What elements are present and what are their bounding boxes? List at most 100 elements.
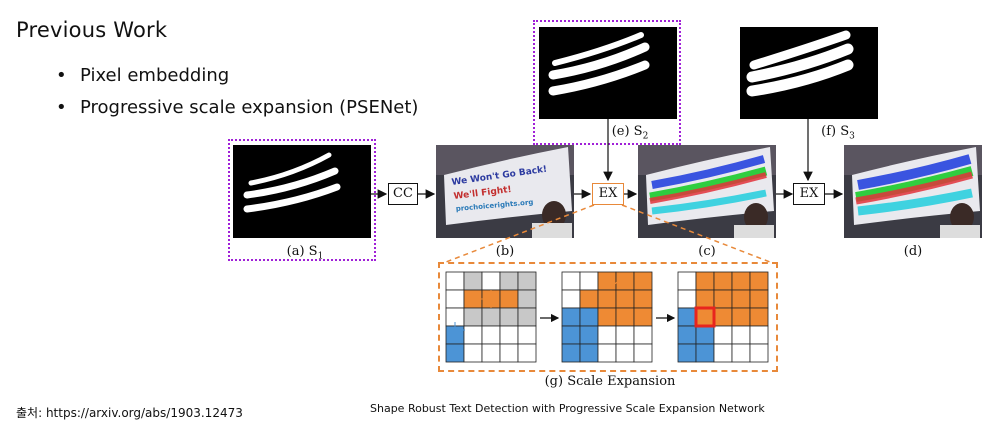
grid-cell: [633, 325, 653, 345]
label-c: (c): [698, 244, 716, 259]
label-f: (f) S3: [821, 124, 855, 142]
grid-cell: [597, 289, 617, 309]
grid-cell: [615, 271, 635, 291]
grid-cell: [749, 307, 769, 327]
bullet-item-pixel-embedding: Pixel embedding: [56, 60, 418, 92]
grid-cell: [731, 271, 751, 291]
scale-expansion-panel: [438, 262, 778, 372]
grid-cell: [445, 289, 465, 309]
grid-cell: [517, 289, 537, 309]
label-a: (a) S1: [286, 244, 324, 262]
grid-cell: [561, 325, 581, 345]
expansion-direction-arrow: [614, 280, 619, 285]
grid-cell: [695, 289, 715, 309]
photo-d: [844, 145, 982, 238]
grid-cell: [517, 343, 537, 363]
grid-cell: [463, 289, 483, 309]
grid-cell: [749, 325, 769, 345]
grid-cell: [695, 271, 715, 291]
grid-cell: [517, 271, 537, 291]
grid-cell: [463, 343, 483, 363]
grid-cell: [579, 343, 599, 363]
grid-cell: [677, 289, 697, 309]
grid-cell: [445, 343, 465, 363]
grid-cell: [731, 343, 751, 363]
grid-cell: [481, 271, 501, 291]
grid-cell: [561, 307, 581, 327]
grid-cell: [695, 343, 715, 363]
label-d: (d): [903, 244, 923, 259]
grid-cell: [561, 343, 581, 363]
grid-cell: [695, 325, 715, 345]
source-url: 출처: https://arxiv.org/abs/1903.12473: [16, 406, 243, 420]
grid-cell: [731, 307, 751, 327]
grid-cell: [615, 307, 635, 327]
grid-cell: [695, 307, 715, 327]
grid-cell: [561, 289, 581, 309]
grid-cell: [499, 307, 519, 327]
grid-cell: [731, 325, 751, 345]
highlight-box-s1: [228, 139, 376, 261]
grid-cell: [615, 289, 635, 309]
grid-cell: [445, 271, 465, 291]
bullet-list: Pixel embedding Progressive scale expans…: [56, 60, 418, 124]
grid-cell: [731, 289, 751, 309]
grid-cell: [713, 289, 733, 309]
grid-cell: [597, 307, 617, 327]
grid-cell: [713, 343, 733, 363]
grid-cell: [749, 343, 769, 363]
grid-cell: [749, 289, 769, 309]
grid-cell: [445, 325, 465, 345]
grid-cell: [579, 271, 599, 291]
slide-title: Previous Work: [16, 18, 168, 42]
bullet-item-psenet: Progressive scale expansion (PSENet): [56, 92, 418, 124]
grid-cell: [499, 325, 519, 345]
grid-cell: [579, 289, 599, 309]
grid-cell: [677, 325, 697, 345]
grid-cell: [481, 307, 501, 327]
grid-cell: [597, 325, 617, 345]
label-e: (e) S2: [611, 124, 649, 142]
grid-cell: [463, 271, 483, 291]
photo-b: We Won't Go Back! We'll Fight! prochoice…: [436, 145, 574, 238]
selected-pixel-highlight: [694, 306, 716, 328]
grid-cell: [633, 289, 653, 309]
grid-cell: [463, 325, 483, 345]
grid-cell: [561, 271, 581, 291]
photo-c: [638, 145, 776, 238]
expansion-direction-arrow: [634, 308, 639, 314]
grid-cell: [615, 325, 635, 345]
grid-cell: [633, 271, 653, 291]
grid-cell: [499, 271, 519, 291]
grid-cell: [499, 343, 519, 363]
grid-cell: [481, 325, 501, 345]
label-b: (b): [495, 244, 515, 259]
grid-cell: [463, 307, 483, 327]
grid-cell: [677, 271, 697, 291]
label-g: (g) Scale Expansion: [544, 374, 676, 389]
grid-cell: [633, 343, 653, 363]
grid-cell: [481, 343, 501, 363]
grid-cell: [579, 307, 599, 327]
mask-image-s3: [740, 27, 878, 119]
grid-cell: [615, 343, 635, 363]
highlight-box-s2: [533, 20, 681, 145]
grid-cell: [749, 271, 769, 291]
grid-cell: [677, 307, 697, 327]
ex-operator-2: EX: [793, 183, 825, 205]
scale-expansion-grids: [445, 271, 769, 363]
mask-image-s1: [233, 145, 371, 238]
grid-cell: [713, 307, 733, 327]
mask-image-s2: [539, 27, 677, 119]
grid-cell: [677, 343, 697, 363]
grid-cell: [517, 307, 537, 327]
grid-cell: [597, 271, 617, 291]
grid-cell: [713, 325, 733, 345]
paper-citation: Shape Robust Text Detection with Progres…: [370, 402, 765, 415]
ex-operator-1: EX: [592, 183, 624, 205]
grid-cell: [517, 325, 537, 345]
grid-cell: [597, 343, 617, 363]
grid-cell: [579, 325, 599, 345]
grid-cell: [713, 271, 733, 291]
